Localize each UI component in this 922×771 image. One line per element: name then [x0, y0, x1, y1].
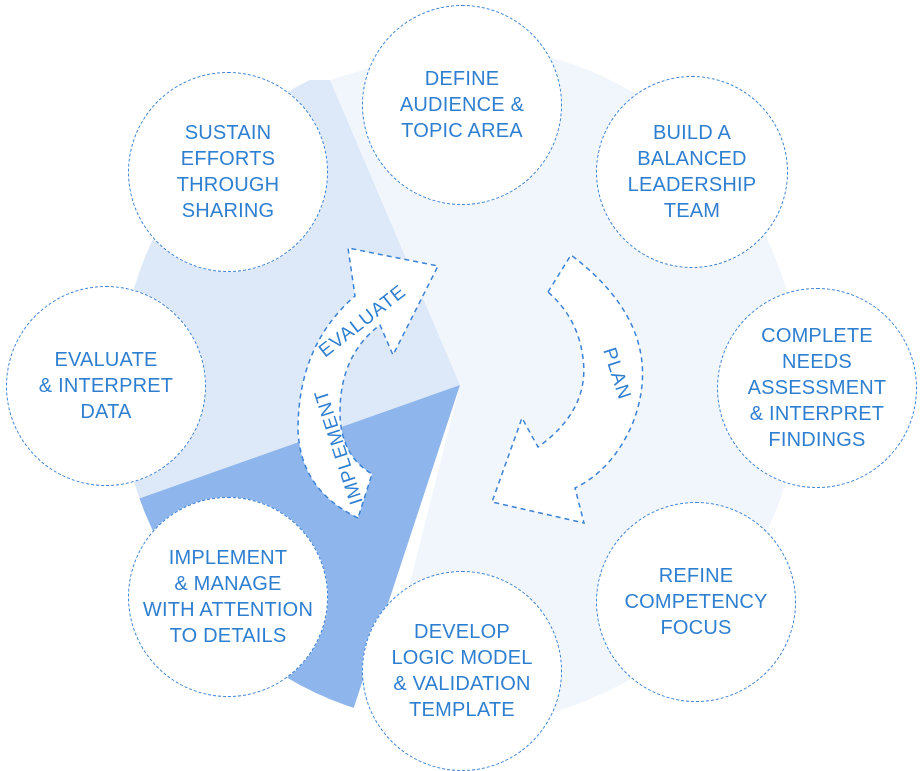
step-label: COMPLETE NEEDS ASSESSMENT & INTERPRET FI…	[747, 325, 887, 451]
step-label: BUILD A BALANCED LEADERSHIP TEAM	[627, 122, 757, 222]
step-develop-logic-model[interactable]: DEVELOP LOGIC MODEL & VALIDATION TEMPLAT…	[362, 571, 562, 771]
step-implement-manage[interactable]: IMPLEMENT & MANAGE WITH ATTENTION TO DET…	[128, 497, 328, 697]
step-sustain-efforts[interactable]: SUSTAIN EFFORTS THROUGH SHARING	[128, 72, 328, 272]
step-define-audience[interactable]: DEFINE AUDIENCE & TOPIC AREA	[362, 5, 562, 205]
step-refine-competency[interactable]: REFINE COMPETENCY FOCUS	[596, 502, 796, 702]
step-label: SUSTAIN EFFORTS THROUGH SHARING	[176, 122, 280, 222]
step-label: REFINE COMPETENCY FOCUS	[624, 565, 768, 639]
step-build-leadership-team[interactable]: BUILD A BALANCED LEADERSHIP TEAM	[596, 76, 788, 268]
step-label: IMPLEMENT & MANAGE WITH ATTENTION TO DET…	[142, 547, 314, 647]
step-label: DEVELOP LOGIC MODEL & VALIDATION TEMPLAT…	[391, 621, 533, 721]
step-label: EVALUATE & INTERPRET DATA	[38, 349, 174, 423]
evaluate-sector	[120, 80, 460, 500]
step-label: DEFINE AUDIENCE & TOPIC AREA	[399, 68, 525, 142]
step-needs-assessment[interactable]: COMPLETE NEEDS ASSESSMENT & INTERPRET FI…	[717, 288, 917, 488]
step-evaluate-data[interactable]: EVALUATE & INTERPRET DATA	[6, 286, 206, 486]
plan-arrow: PLAN	[491, 253, 644, 525]
